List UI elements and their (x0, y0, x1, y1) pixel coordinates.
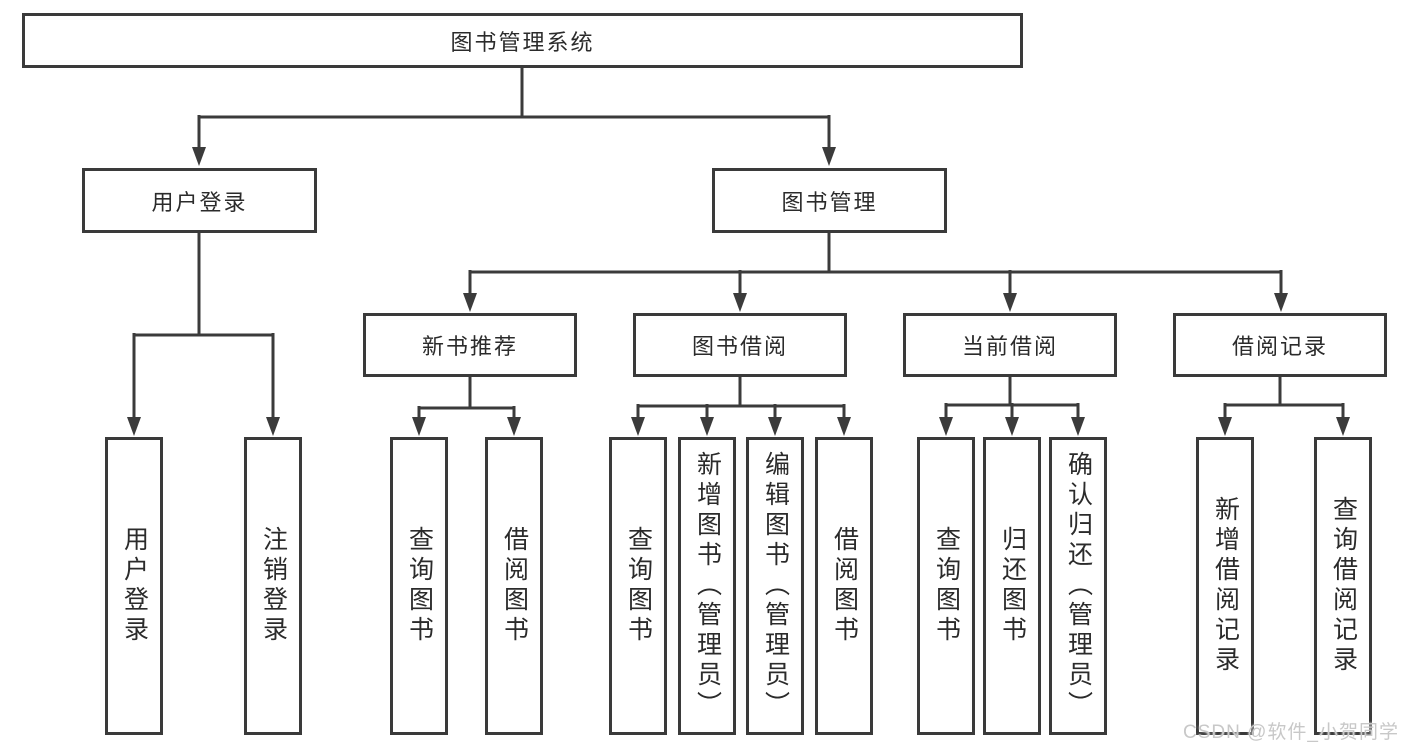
leaf-query-books: 查询图书 (390, 437, 448, 735)
leaf-query-books: 查询图书 (609, 437, 667, 735)
leaf-confirm-return-admin: 确认归还（管理员） (1049, 437, 1107, 735)
leaf-label: 归还图书 (998, 526, 1027, 646)
leaf-label: 用户登录 (120, 526, 149, 646)
node-label: 借阅记录 (1231, 334, 1328, 359)
leaf-add-books-admin: 新增图书（管理员） (678, 437, 736, 735)
leaf-label: 借阅图书 (500, 526, 529, 646)
leaf-logout: 注销登录 (244, 437, 302, 735)
leaf-label: 查询图书 (624, 526, 653, 646)
node-user-login: 用户登录 (82, 168, 317, 233)
leaf-label: 新增图书（管理员） (693, 451, 722, 721)
leaf-label: 确认归还（管理员） (1064, 451, 1093, 721)
csdn-watermark: CSDN @软件_小贺同学 (1183, 722, 1399, 743)
leaf-label: 查询图书 (405, 526, 434, 646)
node-book-management: 图书管理 (712, 168, 947, 233)
node-label: 图书借阅 (691, 334, 788, 359)
leaf-query-books: 查询图书 (917, 437, 975, 735)
leaf-label: 借阅图书 (830, 526, 859, 646)
leaf-query-borrow-record: 查询借阅记录 (1314, 437, 1372, 735)
leaf-label: 编辑图书（管理员） (761, 451, 790, 721)
leaf-return-books: 归还图书 (983, 437, 1041, 735)
node-label: 用户登录 (151, 189, 248, 215)
leaf-edit-books-admin: 编辑图书（管理员） (746, 437, 804, 735)
node-borrow-records: 借阅记录 (1173, 313, 1387, 377)
node-root-system: 图书管理系统 (22, 13, 1023, 68)
node-label: 图书管理 (781, 189, 878, 215)
node-label: 当前借阅 (961, 334, 1058, 359)
leaf-label: 新增借阅记录 (1211, 496, 1240, 676)
node-current-borrow: 当前借阅 (903, 313, 1117, 377)
node-new-book-recommend: 新书推荐 (363, 313, 577, 377)
node-label: 图书管理系统 (450, 29, 595, 55)
node-book-borrow: 图书借阅 (633, 313, 847, 377)
leaf-borrow-books: 借阅图书 (485, 437, 543, 735)
arrowheads (127, 147, 1350, 436)
leaf-label: 查询借阅记录 (1329, 496, 1358, 676)
leaf-borrow-books: 借阅图书 (815, 437, 873, 735)
leaf-add-borrow-record: 新增借阅记录 (1196, 437, 1254, 735)
leaf-user-login: 用户登录 (105, 437, 163, 735)
node-label: 新书推荐 (421, 334, 518, 359)
leaf-label: 查询图书 (932, 526, 961, 646)
leaf-label: 注销登录 (259, 526, 288, 646)
